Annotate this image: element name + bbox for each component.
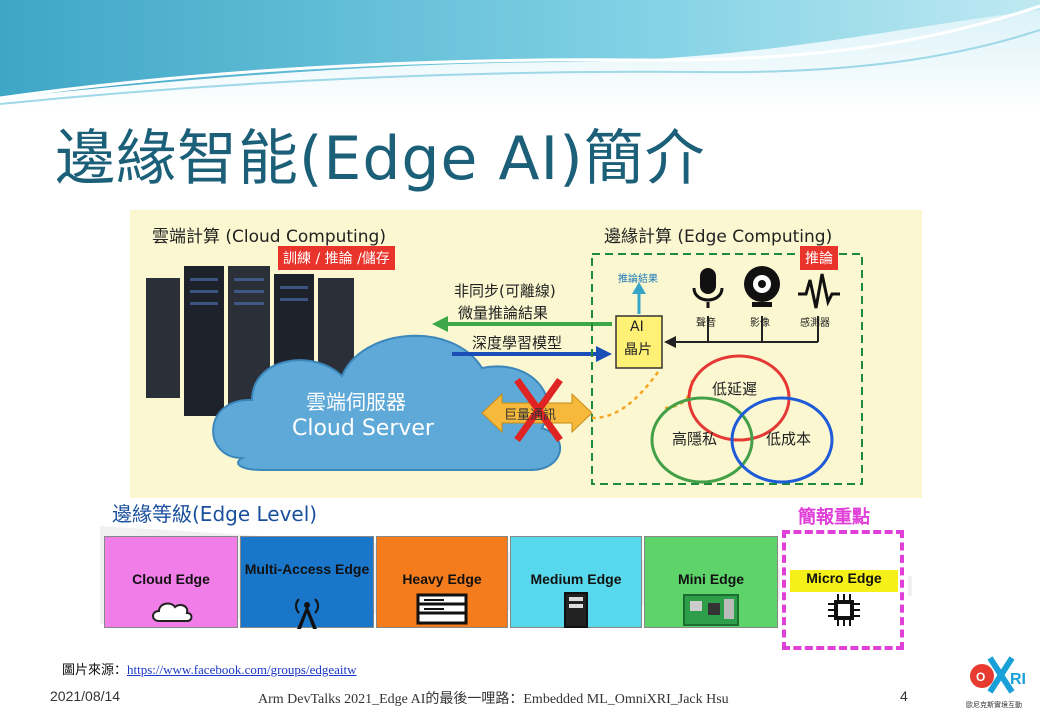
cloud-icon [152, 602, 193, 622]
footer-date: 2021/08/14 [50, 688, 121, 704]
edge-tag: 推論 [800, 246, 838, 270]
ai-chip-label-2: 晶片 [624, 342, 652, 358]
level-cloud-edge: Cloud Edge [104, 536, 238, 628]
logo-caption: 歐尼克斯實境互動 [966, 701, 1022, 709]
image-source: 圖片來源：https://www.facebook.com/groups/edg… [62, 659, 357, 678]
highlight-box [782, 530, 904, 650]
source-link[interactable]: https://www.facebook.com/groups/edgeaitw [127, 662, 357, 677]
level-label: Multi-Access Edge [244, 561, 370, 577]
pc-tower-icon [564, 592, 588, 628]
level-heavy-edge: Heavy Edge [376, 536, 508, 628]
micro-result-label: 微量推論結果 [458, 304, 549, 322]
venn-high-privacy: 高隱私 [672, 430, 718, 448]
highlight-label: 簡報重點 [798, 507, 870, 528]
omnixri-logo: O RI 歐尼克斯實境互動 [966, 648, 1030, 712]
svg-text:RI: RI [1010, 671, 1026, 688]
sensor-label: 感測器 [800, 318, 830, 329]
edge-computing-heading: 邊緣計算 (Edge Computing) [604, 227, 833, 247]
cloud-computing-heading: 雲端計算 (Cloud Computing) [152, 227, 386, 247]
antenna-icon [295, 598, 319, 629]
webcam-icon [744, 266, 780, 307]
infer-result-label: 推論結果 [618, 274, 658, 285]
slide-title: 邊緣智能(Edge AI)簡介 [55, 124, 706, 194]
omnixri-logo-icon: O RI [970, 656, 1026, 694]
level-label: Micro Edge [806, 570, 882, 586]
cloud-server-shape [212, 334, 562, 471]
wave-header-decoration [0, 0, 1040, 110]
level-multi-access-edge: Multi-Access Edge [240, 536, 374, 629]
venn-low-latency: 低延遲 [712, 380, 758, 398]
server-label-en: Cloud Server [292, 416, 434, 441]
level-label: Medium Edge [530, 571, 622, 587]
page-number: 4 [900, 688, 908, 704]
source-label: 圖片來源： [62, 662, 128, 677]
venn-low-cost: 低成本 [766, 430, 812, 448]
footer-title: Arm DevTalks 2021_Edge AI的最後一哩路：Embedded… [258, 692, 729, 707]
server-rack-icon [416, 593, 468, 625]
board-icon [683, 594, 739, 626]
big-comm-label: 巨量通訊 [504, 408, 557, 423]
sensor-wave-icon [798, 273, 840, 309]
level-micro-edge: Micro Edge [780, 536, 908, 628]
model-label: 深度學習模型 [472, 334, 563, 352]
level-label: Heavy Edge [402, 571, 482, 587]
cloud-tag: 訓練 / 推論 /儲存 [278, 246, 395, 270]
level-label: Cloud Edge [132, 571, 210, 587]
ai-chip-label-1: AI [630, 319, 644, 335]
level-mini-edge: Mini Edge [644, 536, 778, 628]
level-label: Mini Edge [677, 571, 745, 587]
level-medium-edge: Medium Edge [510, 536, 642, 628]
chip-icon [828, 594, 860, 626]
svg-text:O: O [976, 670, 985, 684]
async-label: 非同步(可離線) [454, 282, 556, 300]
ai-chip-box [615, 315, 663, 369]
server-label-zh: 雲端伺服器 [306, 390, 406, 414]
sensor-audio-label: 聲音 [696, 318, 716, 329]
edge-level-heading: 邊緣等級(Edge Level) [112, 502, 318, 526]
sensor-image-label: 影像 [750, 318, 770, 329]
edge-computing-box [591, 253, 863, 485]
server-rack-graphic [146, 266, 354, 416]
microphone-icon [692, 268, 724, 308]
